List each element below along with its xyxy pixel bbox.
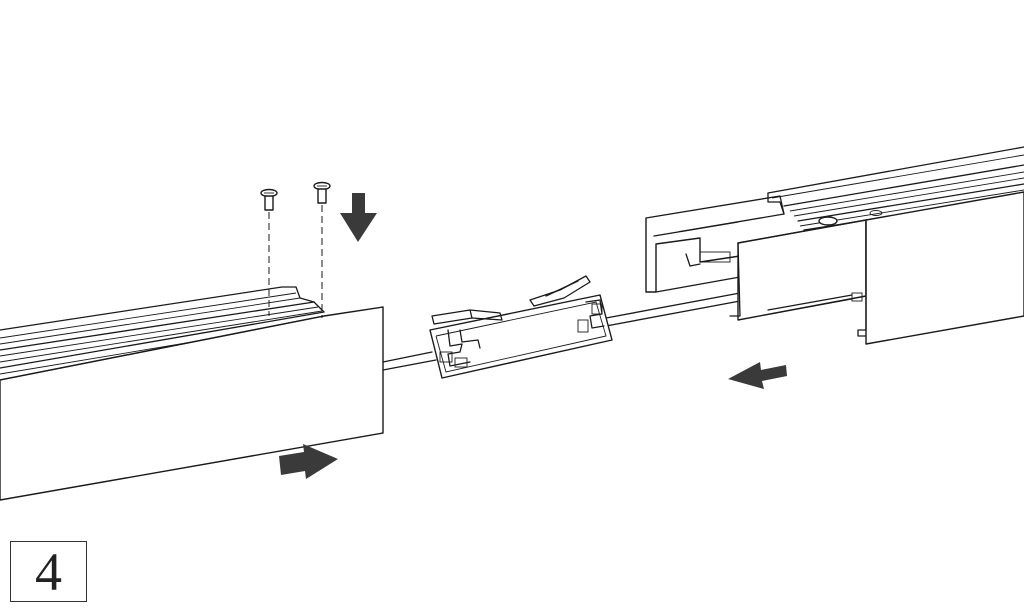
- step-number: 4: [35, 541, 62, 602]
- left-rail-profile: [0, 286, 384, 501]
- arrow-down-icon: [340, 193, 377, 242]
- arrow-left-icon: [728, 362, 787, 389]
- linear-connector: [429, 275, 613, 379]
- screw-icon: [313, 181, 331, 318]
- screw-icon: [260, 188, 278, 316]
- connector-wire: [382, 292, 741, 371]
- arrow-right-icon: [279, 444, 338, 479]
- step-number-box: 4: [10, 541, 87, 602]
- right-rail-profile: [645, 146, 1024, 345]
